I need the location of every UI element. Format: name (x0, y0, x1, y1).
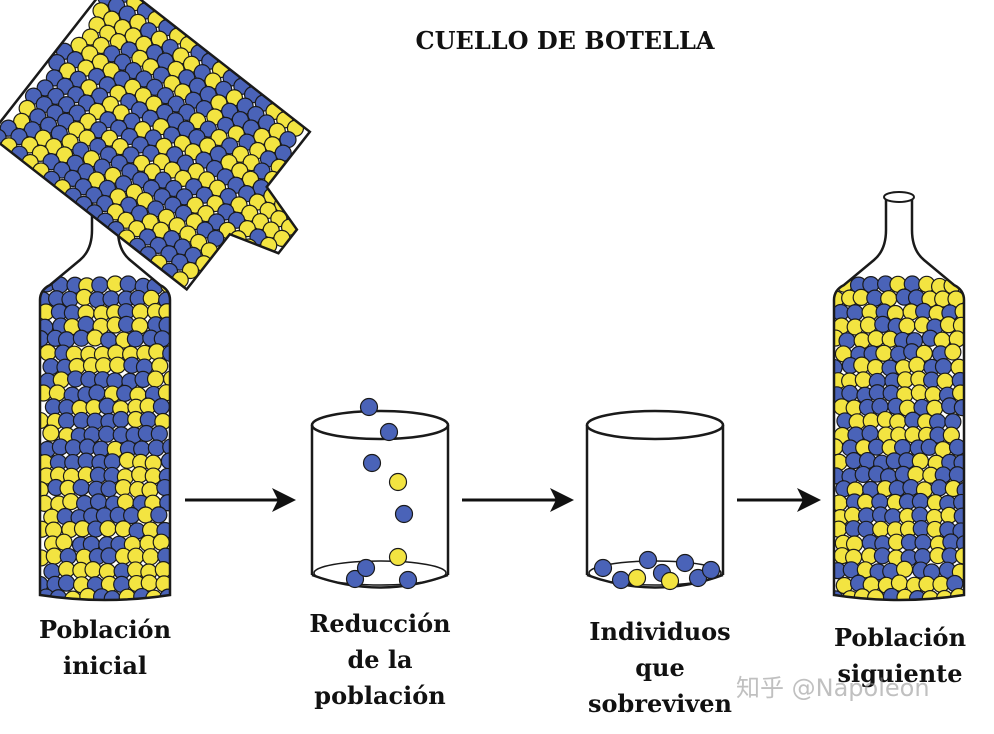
blue-ball (150, 506, 168, 524)
yellow-ball (55, 533, 73, 551)
yellow-ball (146, 370, 165, 388)
next-bottle-icon (832, 191, 966, 602)
blue-ball (57, 574, 76, 592)
blue-ball (345, 569, 365, 589)
yellow-ball (660, 571, 680, 591)
yellow-ball (163, 370, 170, 388)
blue-ball (57, 412, 76, 430)
blue-ball (126, 330, 144, 348)
blue-ball (162, 438, 170, 456)
yellow-ball (84, 561, 102, 579)
yellow-ball (944, 343, 962, 361)
blue-ball (953, 507, 964, 525)
yellow-ball (898, 317, 916, 335)
blue-ball (593, 558, 613, 578)
blue-ball (398, 570, 418, 590)
blue-ball (150, 425, 168, 443)
reduction-glass-icon (310, 397, 450, 590)
yellow-ball (388, 547, 408, 567)
blue-ball (91, 276, 109, 294)
yellow-ball (42, 424, 60, 442)
blue-ball (88, 384, 106, 402)
blue-ball (362, 453, 382, 473)
blue-ball (147, 439, 165, 457)
blue-ball (98, 425, 116, 443)
blue-ball (359, 397, 379, 417)
yellow-ball (118, 588, 136, 600)
arrow-right-icon (737, 488, 821, 512)
yellow-ball (867, 589, 885, 600)
blue-ball (72, 478, 90, 497)
blue-ball (379, 422, 399, 442)
watermark: 知乎 @Napoleon (736, 674, 930, 702)
blue-ball (934, 358, 953, 376)
blue-ball (394, 504, 414, 524)
yellow-ball (141, 548, 160, 566)
yellow-ball (40, 344, 57, 362)
yellow-ball (936, 372, 954, 390)
blue-ball (112, 410, 130, 429)
diagram-title: CUELLO DE BOTELLA (415, 26, 715, 55)
yellow-ball (951, 384, 964, 402)
arrow-right-icon (462, 488, 574, 512)
yellow-ball (872, 520, 890, 538)
blue-ball (948, 438, 964, 456)
blue-ball (100, 547, 118, 565)
arrow-right-icon (185, 488, 296, 512)
blue-ball (688, 568, 708, 588)
blue-ball (119, 275, 137, 293)
yellow-ball (627, 568, 647, 588)
blue-ball (100, 480, 118, 498)
pouring-bottle-icon (0, 0, 312, 292)
blue-ball (638, 550, 658, 570)
blue-ball (152, 398, 170, 416)
yellow-ball (99, 520, 117, 538)
blue-ball (611, 570, 631, 590)
blue-ball (675, 553, 695, 573)
survivors-glass-icon (585, 409, 725, 591)
blue-ball (956, 535, 964, 553)
blue-ball (701, 560, 721, 580)
yellow-ball (114, 478, 133, 497)
initial-bottle-icon (38, 191, 172, 602)
blue-ball (953, 399, 964, 417)
blue-ball (356, 558, 376, 578)
blue-ball (159, 494, 170, 512)
yellow-ball (875, 344, 893, 362)
yellow-ball (388, 472, 408, 492)
blue-ball (162, 344, 170, 363)
